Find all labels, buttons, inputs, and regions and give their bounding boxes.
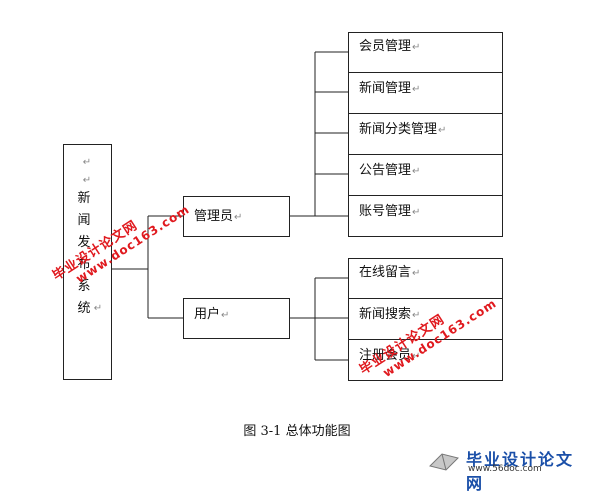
admin-child-node: 新闻管理↵	[348, 72, 503, 114]
connector-lines	[112, 51, 348, 361]
admin-child-label: 新闻管理↵	[359, 81, 421, 96]
root-node: ↵ ↵ 新 闻 发 布 系 统 ↵	[63, 144, 112, 380]
logo-url: www.56doc.com	[468, 464, 542, 474]
user-child-label: 注册会员↵	[359, 348, 421, 363]
user-node: 用户↵	[183, 298, 290, 339]
root-char-1: 新	[77, 191, 91, 206]
admin-child-node: 公告管理↵	[348, 154, 503, 196]
admin-child-node: 新闻分类管理↵	[348, 113, 503, 155]
user-label: 用户↵	[194, 307, 230, 322]
root-char-5: 系	[77, 279, 91, 294]
root-char-6: 统	[77, 301, 91, 316]
root-char-3: 发	[77, 235, 91, 250]
root-para-mark-2: ↵	[82, 175, 92, 186]
admin-child-node: 会员管理↵	[348, 32, 503, 73]
root-para-mark-top: ↵	[82, 157, 92, 168]
root-para-mark-end: ↵	[93, 303, 103, 314]
admin-child-label: 新闻分类管理↵	[359, 122, 447, 137]
user-child-node: 在线留言↵	[348, 258, 503, 299]
user-child-label: 在线留言↵	[359, 265, 421, 280]
user-child-node: 新闻搜索↵	[348, 298, 503, 340]
admin-node: 管理员↵	[183, 196, 290, 237]
user-child-node: 注册会员↵	[348, 339, 503, 381]
admin-label: 管理员↵	[194, 209, 243, 224]
admin-child-label: 账号管理↵	[359, 204, 421, 219]
root-char-2: 闻	[77, 213, 91, 228]
admin-child-label: 公告管理↵	[359, 163, 421, 178]
site-logo: 毕业设计论文网 www.56doc.com	[428, 446, 588, 493]
user-child-label: 新闻搜索↵	[359, 307, 421, 322]
logo-icon	[429, 453, 459, 471]
admin-child-label: 会员管理↵	[359, 39, 421, 54]
root-char-4: 布	[77, 257, 91, 272]
figure-caption: 图 3-1 总体功能图	[243, 424, 351, 439]
admin-child-node: 账号管理↵	[348, 195, 503, 237]
